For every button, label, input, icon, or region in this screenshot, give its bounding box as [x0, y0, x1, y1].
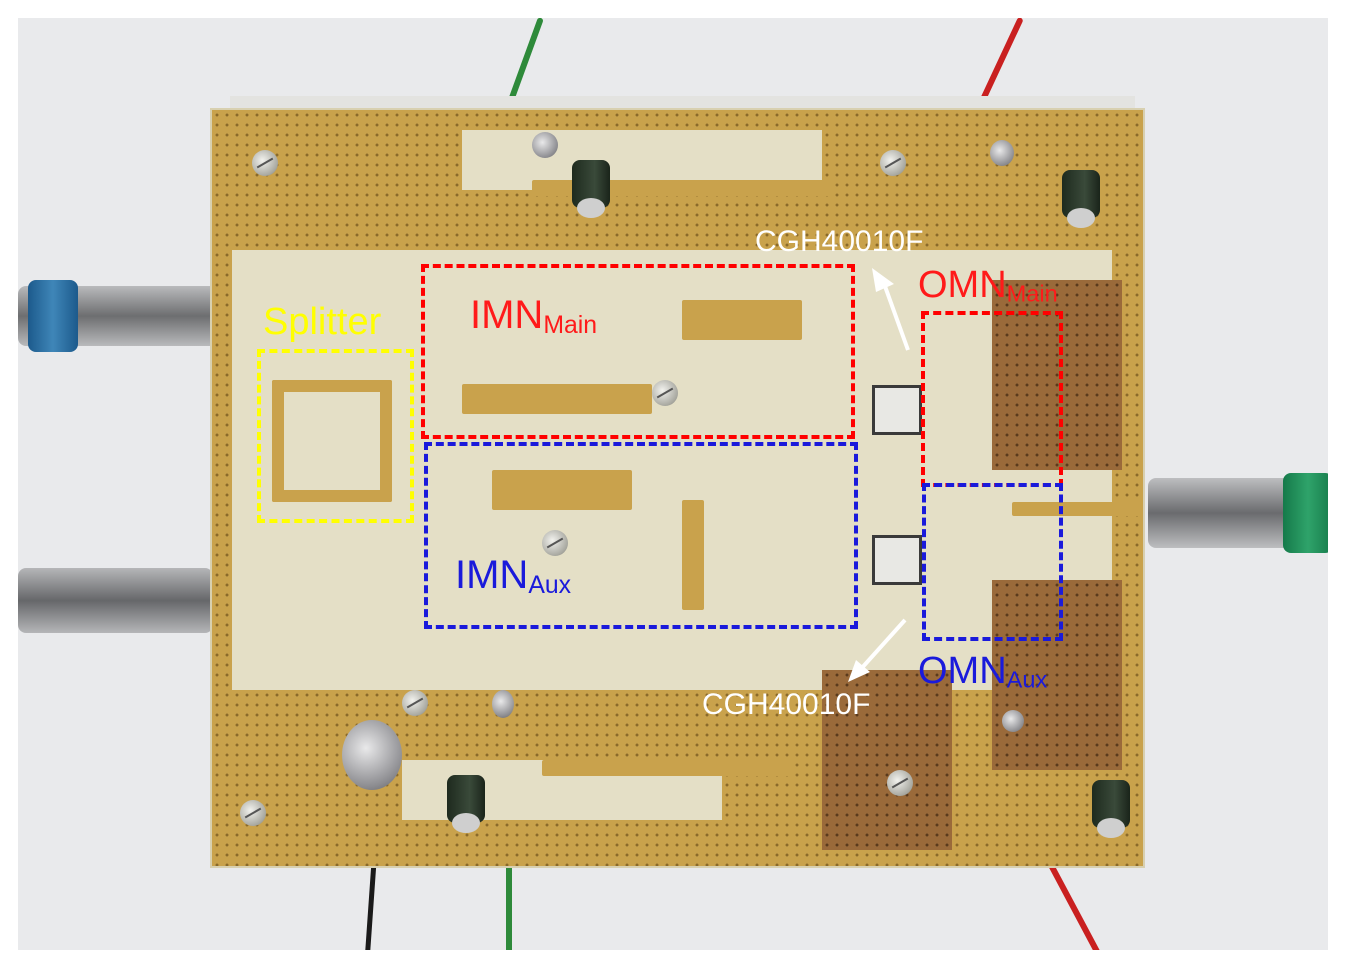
solder-right-bottom: [1002, 710, 1024, 732]
rf-connector-cap-blue: [28, 280, 78, 352]
transistor-main: [872, 385, 922, 435]
solder-blob-bottom-left: [342, 720, 402, 790]
green-wire-bottom: [506, 808, 512, 950]
screw-bottom-left: [240, 800, 266, 826]
imn-aux-stub: [682, 500, 704, 610]
transistor-aux: [872, 535, 922, 585]
rf-connector-cap-green: [1283, 473, 1328, 553]
imn-main-subscript: Main: [543, 311, 598, 339]
output-trace: [1012, 502, 1142, 516]
imn-aux-box: [424, 442, 858, 629]
dark-pad-right: [992, 580, 1122, 770]
splitter-trace-left: [272, 380, 284, 502]
transistor-bottom-label: CGH40010F: [702, 688, 871, 721]
splitter-trace-right: [380, 380, 392, 502]
imn-aux-subscript: Aux: [528, 571, 572, 599]
capacitor-bottom-right: [1092, 780, 1130, 838]
screw-imn-aux: [542, 530, 568, 556]
screw-bottom-mid: [402, 690, 428, 716]
capacitor-top-left: [572, 160, 610, 218]
dark-pad-bottom: [822, 670, 952, 850]
omn-aux-box: [922, 483, 1063, 641]
imn-main-trace: [462, 384, 652, 414]
imn-main-label: IMNMain: [470, 293, 598, 339]
transistor-top-label: CGH40010F: [755, 225, 924, 258]
splitter-trace-top: [272, 380, 392, 392]
pcb-board: [210, 108, 1145, 868]
splitter-label: Splitter: [263, 301, 382, 343]
imn-aux-trace: [492, 470, 632, 510]
imn-main-box: [421, 264, 855, 439]
screw-imn-main: [652, 380, 678, 406]
screw-top-right: [880, 150, 906, 176]
solder-top: [532, 132, 558, 158]
splitter-box: [257, 349, 414, 523]
omn-aux-label: OMNAux: [918, 650, 1048, 693]
capacitor-top-right: [1062, 170, 1100, 228]
bias-line-bottom: [542, 760, 792, 776]
omn-main-subscript: Main: [1006, 280, 1058, 307]
screw-top-left: [252, 150, 278, 176]
omn-main-label: OMNMain: [918, 264, 1058, 307]
solder-bottom: [492, 690, 514, 718]
imn-aux-label: IMNAux: [455, 553, 572, 599]
omn-aux-subscript: Aux: [1006, 666, 1048, 693]
pcb-photo: [18, 18, 1328, 950]
imn-main-stub: [682, 300, 802, 340]
screw-bottom-pad: [887, 770, 913, 796]
capacitor-bottom-left: [447, 775, 485, 833]
substrate-center: [232, 250, 1112, 690]
splitter-trace-bottom: [272, 490, 392, 502]
solder-right-top: [990, 140, 1014, 166]
rf-connector-input-bottom: [18, 568, 213, 633]
